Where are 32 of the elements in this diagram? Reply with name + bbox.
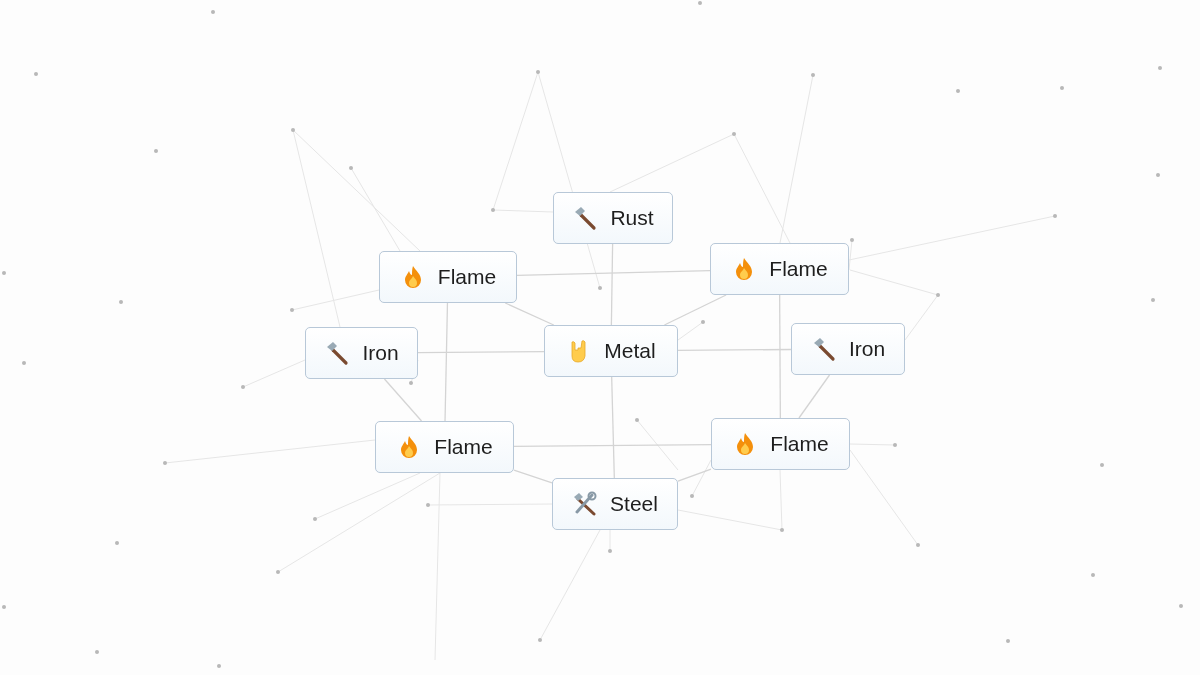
connector-line (611, 376, 615, 479)
element-card (305, 327, 418, 379)
connector-line (516, 270, 711, 276)
element-name: Flame (434, 435, 493, 459)
element-card (791, 323, 905, 375)
connector-line (444, 302, 449, 422)
element-name: Steel (610, 492, 658, 516)
element-name: Iron (848, 337, 886, 361)
connector-line (417, 350, 545, 354)
connector-line (610, 243, 614, 326)
element-card (544, 325, 678, 377)
element-card (379, 251, 517, 303)
element-card (711, 418, 850, 470)
connector-line (383, 378, 423, 422)
connector-line (779, 294, 781, 419)
element-card (553, 192, 673, 244)
element-card (710, 243, 849, 295)
connector-line (677, 468, 712, 482)
element-card (552, 478, 678, 530)
connector-line (513, 469, 553, 484)
connector-line (513, 443, 712, 448)
connector-line (677, 348, 792, 352)
element-name: Metal (604, 339, 656, 363)
connector-line (798, 374, 831, 419)
element-name: Rust (610, 206, 654, 230)
element-name: Flame (769, 257, 828, 281)
element-card (375, 421, 514, 473)
element-name: Flame (437, 265, 497, 289)
connector-line (663, 294, 727, 326)
element-name: Iron (362, 341, 399, 365)
connector-line (504, 302, 555, 326)
element-name: Flame (770, 432, 829, 456)
